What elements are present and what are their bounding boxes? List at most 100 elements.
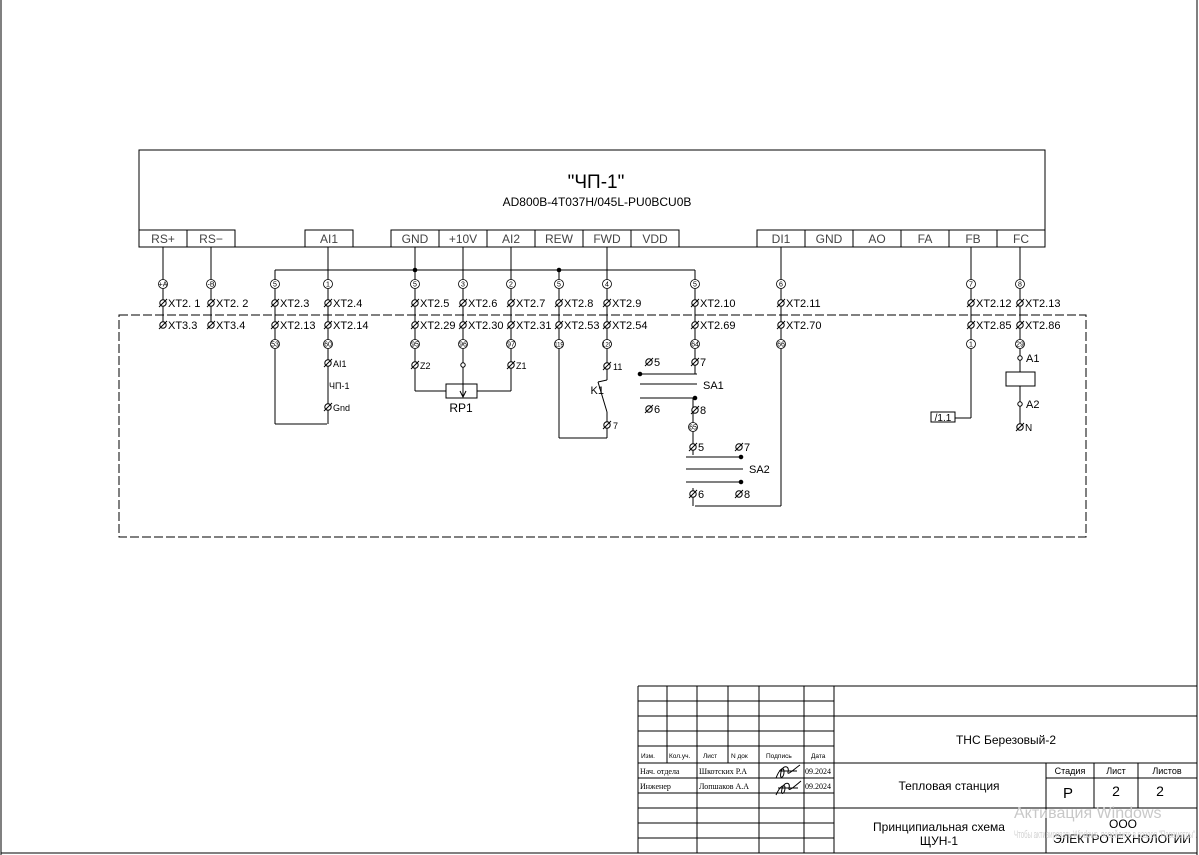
- sa2-switch: [686, 454, 744, 485]
- terminal-label: XT2.9: [612, 298, 641, 310]
- z1-label: Z1: [516, 361, 527, 371]
- k9-coil: [1005, 371, 1036, 387]
- terminal-label: XT2.12: [976, 298, 1011, 310]
- rp1-resistor: [445, 369, 478, 399]
- sa1-contact-5: 5: [654, 357, 660, 369]
- doc-title-line2: ЩУН-1: [920, 834, 959, 848]
- wire-number: 66: [777, 342, 785, 349]
- company-line1: ООО: [1109, 817, 1137, 831]
- sheet-label: Лист: [1106, 766, 1126, 776]
- terminal-label: XT2.6: [468, 298, 497, 310]
- signer-role: Нач. отдела: [640, 767, 680, 776]
- port-label: GND: [816, 232, 843, 246]
- wire-number: 60: [324, 342, 332, 349]
- terminal-label: XT2.29: [420, 320, 455, 332]
- component-labels: AI1 ЧП-1 Gnd Z2 Z1 RP1 11 K1 7 5 7 SA1 6…: [329, 353, 1039, 501]
- sa2-label: SA2: [749, 464, 770, 476]
- wire-number: 5: [273, 282, 277, 289]
- device-block: "ЧП-1" AD800B-4T037H/045L-PU0BCU0B: [138, 149, 1046, 248]
- cabinet-boundary: [118, 314, 1087, 538]
- port-label: FB: [965, 232, 980, 246]
- terminal-symbol: [1017, 355, 1023, 361]
- terminal-label: XT2.54: [612, 320, 647, 332]
- rp1-label: RP1: [449, 401, 473, 415]
- port-label: VDD: [642, 232, 668, 246]
- wire-number: 96: [459, 342, 467, 349]
- z2-label: Z2: [420, 361, 431, 371]
- terminal-label: XT2.53: [564, 320, 599, 332]
- port-label: AO: [868, 232, 885, 246]
- wire-number: 5: [413, 282, 417, 289]
- wire-number: 1: [326, 282, 330, 289]
- wire-number: +A: [159, 282, 168, 289]
- sa1-label: SA1: [703, 380, 724, 392]
- col-header: Лист: [703, 753, 717, 760]
- wire-bubbles: [158, 279, 1025, 432]
- wire-number: 120: [602, 343, 613, 349]
- device-model: AD800B-4T037H/045L-PU0BCU0B: [503, 195, 692, 209]
- terminal-symbol: [1017, 401, 1023, 407]
- terminal-label: XT2.86: [1025, 320, 1060, 332]
- port-label: REW: [545, 232, 574, 246]
- wire-number: 5: [557, 282, 561, 289]
- sign-date: 09.2024: [805, 767, 831, 776]
- sheet-value: 2: [1112, 783, 1120, 799]
- port-label: FC: [1013, 232, 1029, 246]
- sheets-value: 2: [1156, 783, 1164, 799]
- signer-role: Инженер: [640, 782, 671, 791]
- title-block: [637, 685, 1197, 853]
- terminal-label: XT2.30: [468, 320, 503, 332]
- port-labels: RS+ RS− AI1 GND +10V AI2 REW FWD VDD DI1…: [151, 232, 1029, 246]
- terminal-label: XT2.5: [420, 298, 449, 310]
- signature: [775, 764, 801, 779]
- title-block-headers: Изм. Кол.уч. Лист N док Подпись Дата: [641, 753, 826, 760]
- object-name: Тепловая станция: [898, 779, 999, 793]
- terminal-slashes: [158, 298, 1025, 499]
- chp-label: ЧП-1: [329, 381, 349, 391]
- sheets-label: Листов: [1152, 766, 1181, 776]
- sa2-contact-5: 5: [698, 442, 704, 454]
- port-label: DI1: [772, 232, 791, 246]
- project-name: ТНС Березовый-2: [956, 733, 1056, 747]
- wire-number: 53: [271, 342, 279, 349]
- signer-name: Шкотских Р.А: [699, 767, 747, 776]
- k1-num-bot: 7: [613, 421, 618, 431]
- terminal-label: XT2.11: [786, 298, 821, 310]
- port-label: FA: [918, 232, 933, 246]
- wire-number: 29: [1016, 342, 1024, 349]
- col-header: Дата: [811, 753, 826, 760]
- sa2-contact-7: 7: [744, 442, 750, 454]
- wire-number: 65: [689, 425, 697, 432]
- sa1-switch: [637, 371, 698, 401]
- col-header: Подпись: [766, 753, 792, 760]
- wire-number: 97: [507, 342, 515, 349]
- remote-terminal-label: /1.1: [935, 413, 952, 424]
- col-header: N док: [731, 753, 748, 760]
- terminal-label: XT2.85: [976, 320, 1011, 332]
- terminal-label: XT3.4: [216, 320, 245, 332]
- sa1-contact-6: 6: [654, 404, 660, 416]
- wire-number: 2: [509, 282, 513, 289]
- port-label: FWD: [593, 232, 621, 246]
- sign-date: 09.2024: [805, 782, 831, 791]
- terminal-label: XT2. 2: [216, 298, 248, 310]
- title-block-texts: ТНС Березовый-2 Тепловая станция Принцип…: [873, 733, 1191, 848]
- port-label: AI2: [502, 232, 520, 246]
- terminal-label: XT3.3: [168, 320, 197, 332]
- signature: [775, 780, 802, 796]
- signatures: [775, 764, 802, 796]
- wire-number: 119: [554, 343, 564, 349]
- gnd-contact-label: Gnd: [333, 403, 350, 413]
- k1-label: K1: [591, 385, 604, 397]
- terminal-label: XT2.13: [1025, 298, 1060, 310]
- terminal-label: XT2.8: [564, 298, 593, 310]
- wire-number: 4: [605, 282, 609, 289]
- terminal-label: XT2.4: [333, 298, 362, 310]
- a2-label: A2: [1026, 399, 1039, 411]
- port-label: AI1: [320, 232, 338, 246]
- sa1-contact-8: 8: [700, 405, 706, 417]
- title-block-rows: Нач. отдела Шкотских Р.А 09.2024 Инженер…: [640, 767, 831, 791]
- terminal-label: XT2.14: [333, 320, 368, 332]
- wire-number: 7: [969, 282, 973, 289]
